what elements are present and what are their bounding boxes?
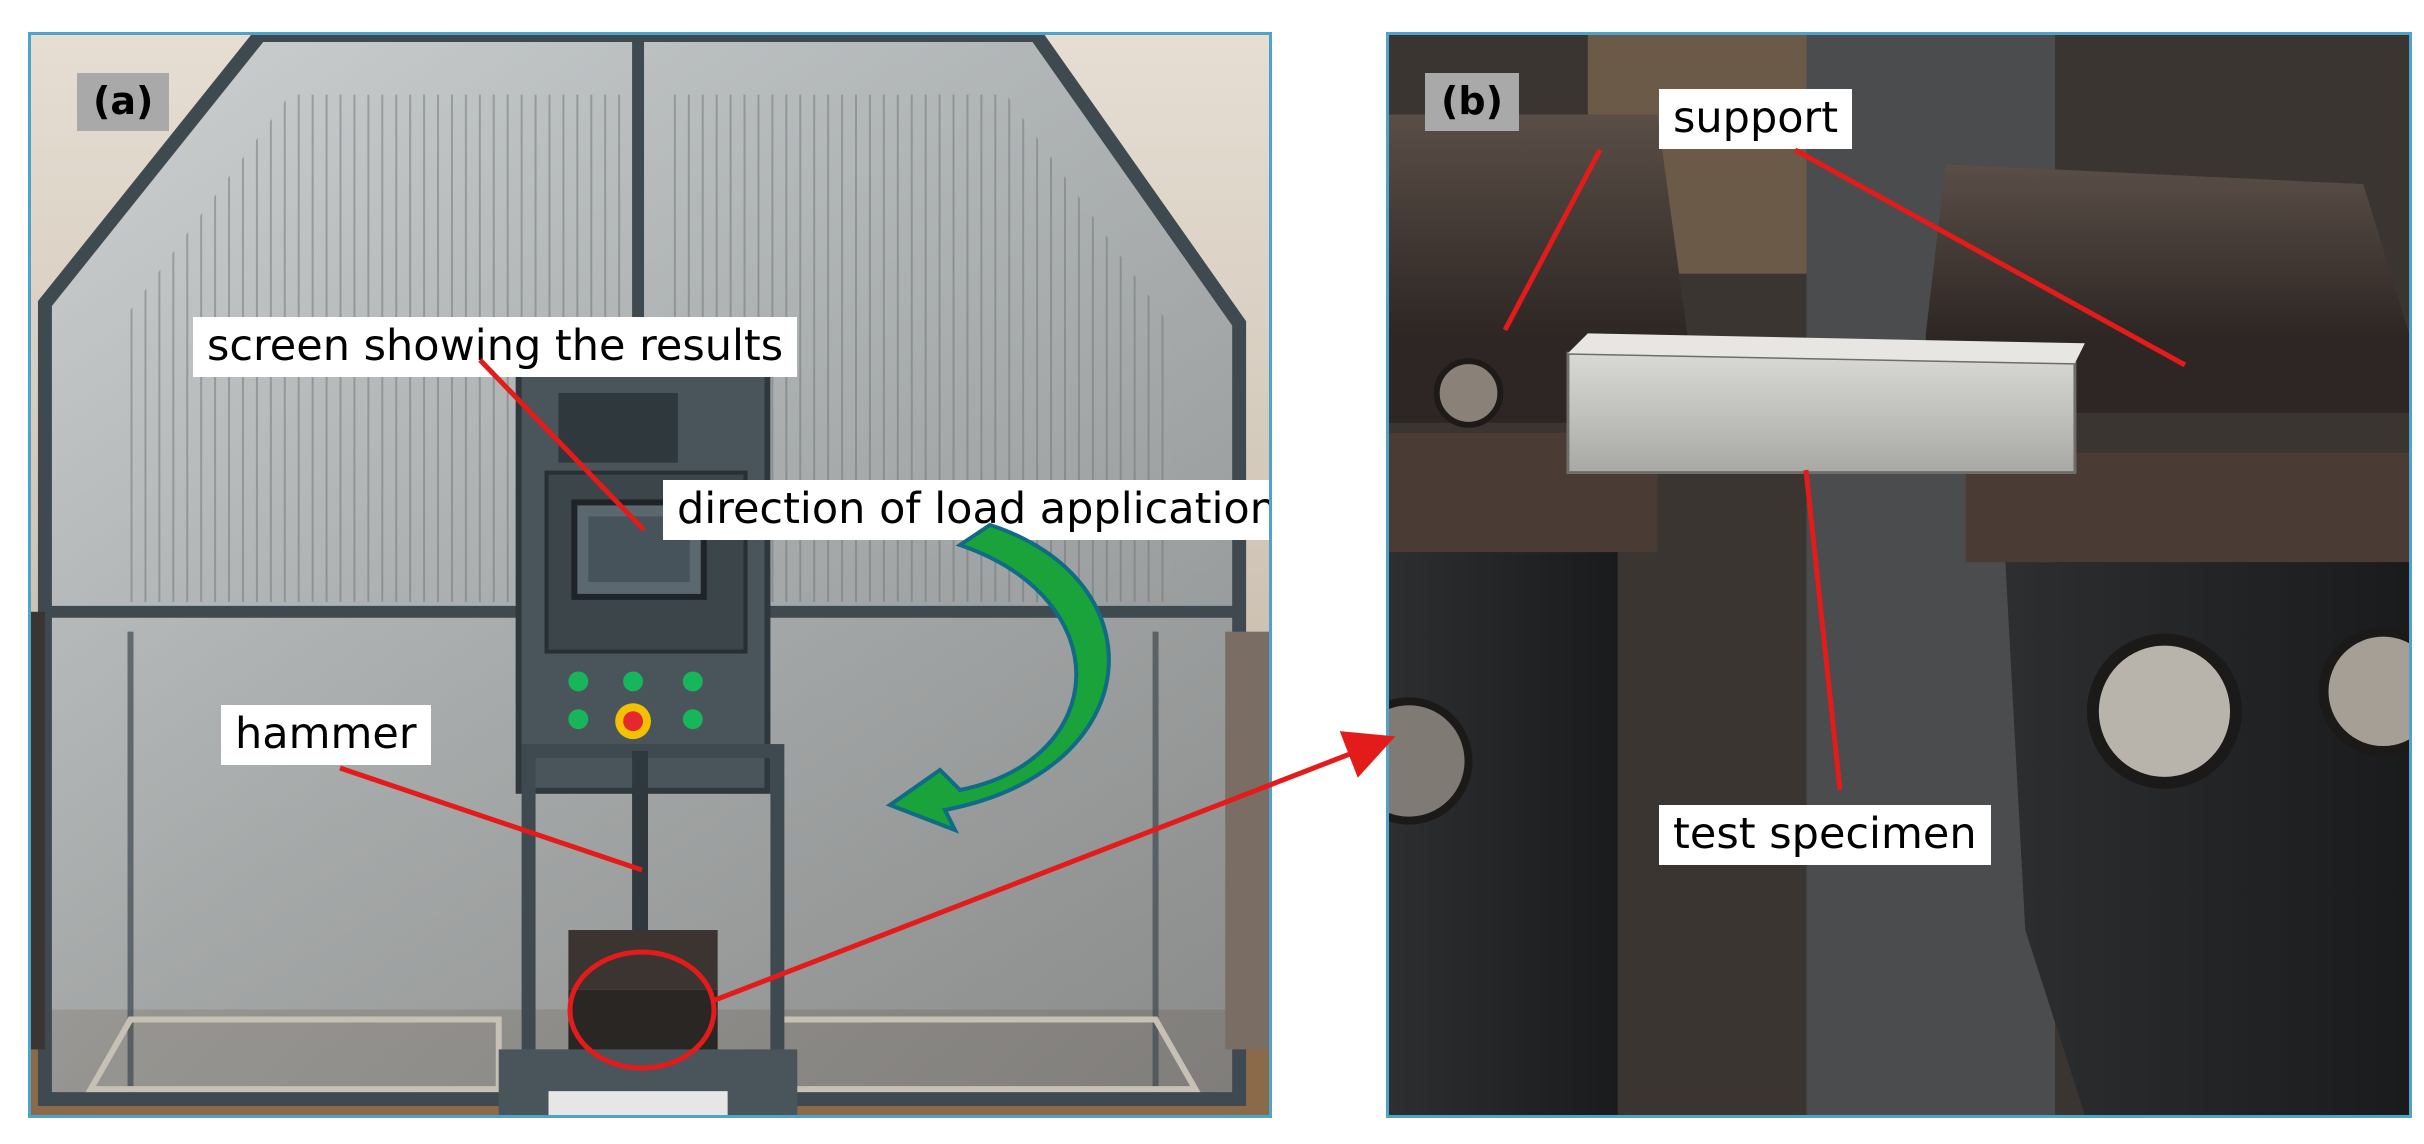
screen-label: screen showing the results <box>193 317 798 377</box>
impact-tester-illustration <box>31 35 1269 1115</box>
specimen-label: test specimen <box>1659 805 1991 865</box>
support-label: support <box>1659 89 1853 149</box>
panel-b-tag: (b) <box>1425 73 1519 131</box>
panel-b-photo: (b) support test specimen <box>1386 32 2412 1118</box>
specimen-closeup-illustration <box>1389 35 2409 1115</box>
panel-a-photo: (a) screen showing the results direction… <box>28 32 1272 1118</box>
direction-label: direction of load application <box>663 480 1269 540</box>
hammer-label: hammer <box>221 705 431 765</box>
panel-a-tag: (a) <box>77 73 170 131</box>
